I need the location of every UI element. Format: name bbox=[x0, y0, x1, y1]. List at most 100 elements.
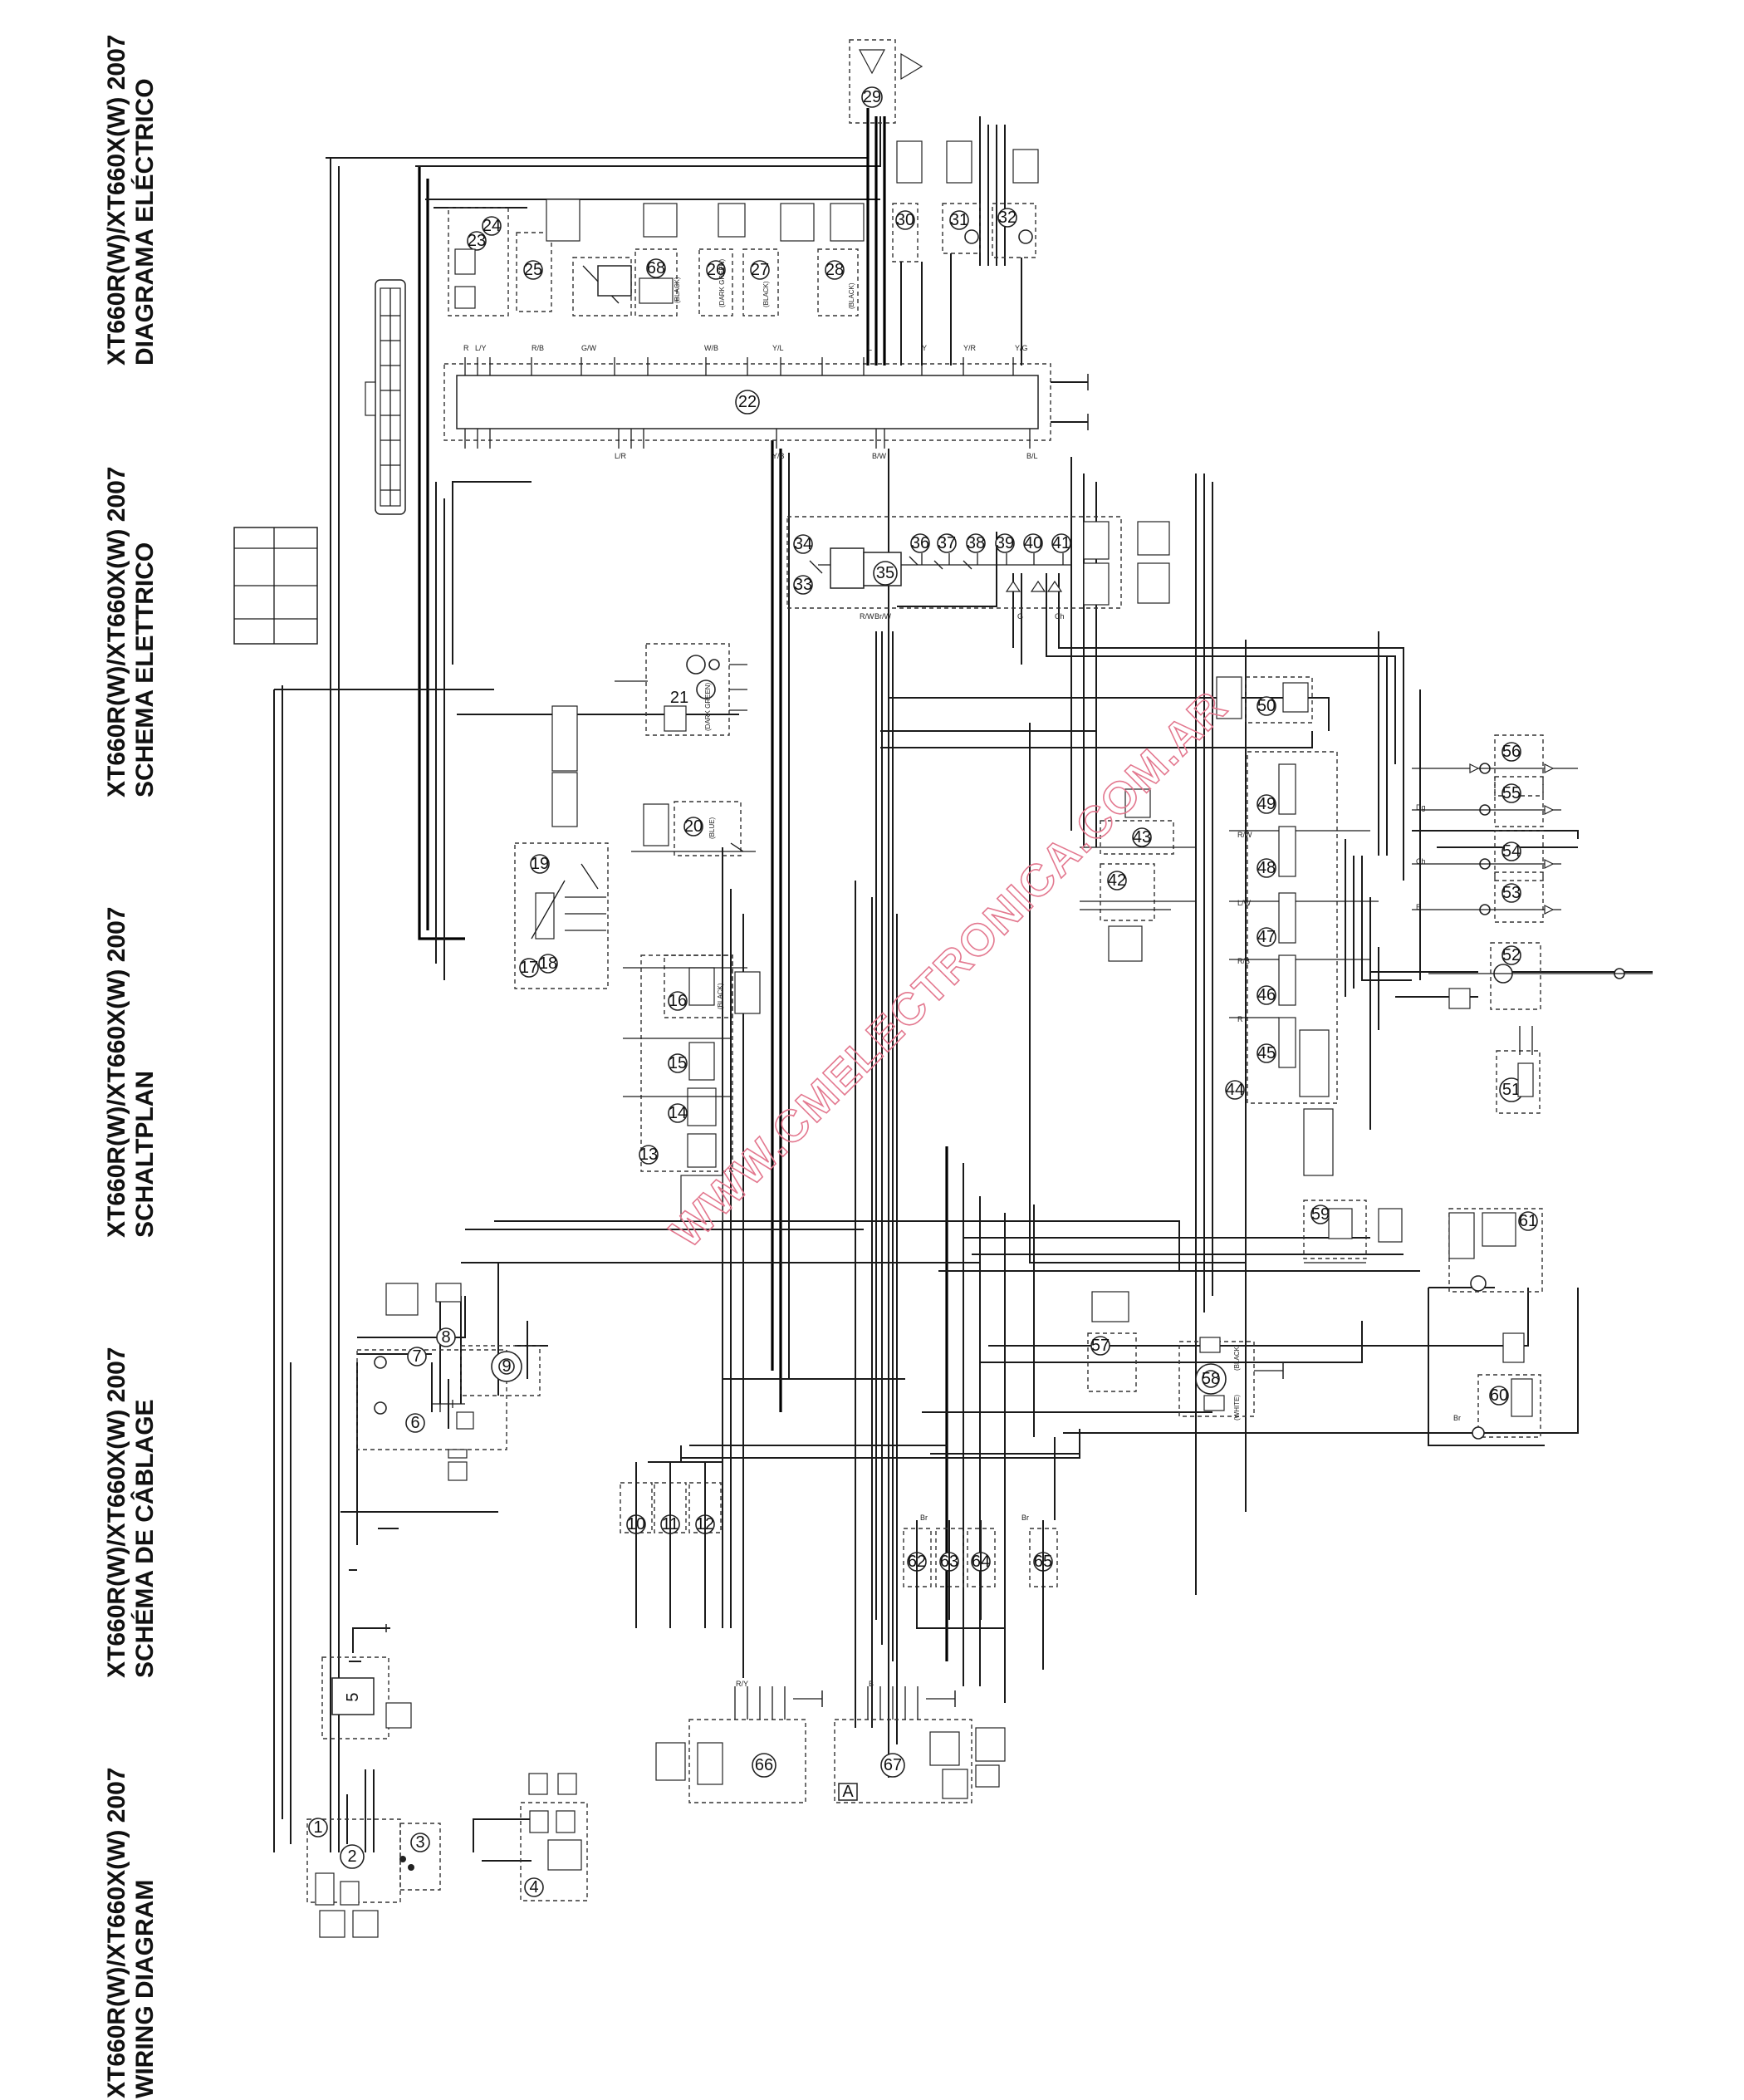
wire-tag-l: L bbox=[868, 344, 872, 352]
left-section: 5 2 1 3 4 9 6 7 bbox=[273, 685, 723, 1938]
component-23-label: 23 bbox=[468, 232, 486, 250]
ecu-section: 22 23 24 25 68 (BLACK) 26 bbox=[443, 39, 1089, 449]
color-black-28: (BLACK) bbox=[848, 282, 855, 309]
component-15-label: 15 bbox=[669, 1054, 687, 1072]
component-33-label: 33 bbox=[794, 576, 812, 594]
component-68-label: 68 bbox=[647, 259, 665, 277]
component-52-label: 52 bbox=[1502, 946, 1521, 964]
wire-tag-r2: R bbox=[1237, 1015, 1243, 1023]
wire-tag-wb: W/B bbox=[704, 344, 718, 352]
wire-tag-b: B bbox=[1416, 903, 1421, 911]
title-en-line1: XT660R(W)/XT660X(W) 2007 bbox=[103, 1768, 130, 2098]
component-3-label: 3 bbox=[415, 1833, 424, 1852]
title-es-line2: DIAGRAMA ELÉCTRICO bbox=[130, 78, 159, 366]
right-section: 56 55 54 53 52 51 59 bbox=[1087, 734, 1653, 1440]
color-blue-20: (BLUE) bbox=[708, 817, 716, 839]
wire-tag-rl: R/B bbox=[1237, 957, 1250, 965]
wire-tag-yl: Y/L bbox=[772, 344, 784, 352]
wire-tag-ch: Ch bbox=[1055, 612, 1065, 621]
wire-tag-bl: B/L bbox=[1026, 452, 1038, 460]
wire-tag-rw: R/W bbox=[860, 612, 874, 621]
title-block: XT660R(W)/XT660X(W) 2007 WIRING DIAGRAM … bbox=[103, 35, 159, 2098]
component-14-label: 14 bbox=[669, 1104, 687, 1122]
component-20-label: 20 bbox=[684, 817, 703, 836]
component-27-label: 27 bbox=[751, 261, 769, 279]
component-17-label: 17 bbox=[520, 959, 538, 977]
component-60-label: 60 bbox=[1490, 1386, 1508, 1405]
middle-switch-section: 17 18 19 20 (BLUE) 21 (DARK GREEN) 13 16… bbox=[514, 643, 761, 1222]
wire-color-tags: R L/Y R/B G/W W/B Y/L L Y Y/R Y/G L/R Y/… bbox=[463, 344, 1461, 1688]
title-fr-line1: XT660R(W)/XT660X(W) 2007 bbox=[103, 1347, 130, 1678]
component-19-label: 19 bbox=[531, 855, 549, 873]
component-18-label: 18 bbox=[539, 954, 557, 973]
component-1-label: 1 bbox=[313, 1818, 322, 1837]
title-en-line2: WIRING DIAGRAM bbox=[131, 1880, 159, 2098]
component-8-label: 8 bbox=[441, 1328, 450, 1347]
right-middle-section: 43 42 44 45 46 47 48 49 50 bbox=[1080, 676, 1379, 1176]
component-16-label: 16 bbox=[669, 992, 687, 1010]
component-24-label: 24 bbox=[483, 217, 501, 235]
wire-tag-lr: L/R bbox=[615, 452, 627, 460]
bottom-section: 62 63 64 65 66 67 A bbox=[655, 1520, 1058, 1803]
wire-tag-yb: Y/B bbox=[772, 452, 785, 460]
wire-tag-brw: Br/W bbox=[874, 612, 892, 621]
color-white-58: (WHITE) bbox=[1233, 1395, 1241, 1420]
component-49-label: 49 bbox=[1257, 795, 1276, 813]
component-50-label: 50 bbox=[1257, 697, 1276, 715]
color-black-27: (BLACK) bbox=[762, 281, 770, 307]
component-29-label: 29 bbox=[863, 88, 881, 106]
component-38-label: 38 bbox=[967, 534, 985, 552]
wire-tag-yr: Y/R bbox=[963, 344, 977, 352]
component-61-label: 61 bbox=[1519, 1212, 1537, 1230]
component-42-label: 42 bbox=[1108, 871, 1126, 890]
component-58-label: 58 bbox=[1202, 1370, 1220, 1388]
component-21-label: 21 bbox=[670, 689, 688, 707]
color-dark-green-26: (DARK GREEN) bbox=[718, 258, 726, 307]
component-32-label: 32 bbox=[998, 209, 1017, 227]
component-37-label: 37 bbox=[938, 534, 956, 552]
main-harness bbox=[274, 108, 1653, 1852]
wire-tag-brw2: R/W bbox=[1237, 831, 1252, 839]
title-it-line1: XT660R(W)/XT660X(W) 2007 bbox=[103, 467, 130, 797]
component-13-label: 13 bbox=[639, 1146, 658, 1164]
wire-tag-br3: Br bbox=[920, 1514, 928, 1522]
wire-tag-r: R bbox=[463, 344, 469, 352]
title-es-line1: XT660R(W)/XT660X(W) 2007 bbox=[103, 35, 130, 366]
wire-tag-rb: R/B bbox=[532, 344, 544, 352]
component-47-label: 47 bbox=[1257, 928, 1276, 946]
component-56-label: 56 bbox=[1502, 743, 1521, 761]
component-26-label: 26 bbox=[707, 261, 725, 279]
component-51-label: 51 bbox=[1502, 1081, 1521, 1099]
component-43-label: 43 bbox=[1133, 828, 1151, 846]
color-black-58: (BLACK) bbox=[1233, 1344, 1241, 1371]
color-black-68: (BLACK) bbox=[674, 277, 681, 303]
component-7-label: 7 bbox=[412, 1347, 421, 1366]
title-de-line2: SCHALTPLAN bbox=[131, 1071, 159, 1238]
component-4-label: 4 bbox=[529, 1878, 538, 1896]
component-9-label: 9 bbox=[502, 1357, 511, 1376]
title-fr-line2: SCHÉMA DE CÂBLAGE bbox=[130, 1399, 159, 1678]
component-57-label: 57 bbox=[1091, 1337, 1110, 1355]
component-6-label: 6 bbox=[410, 1414, 419, 1432]
component-67-label: 67 bbox=[884, 1756, 902, 1774]
component-25-label: 25 bbox=[524, 261, 542, 279]
top-left-section bbox=[233, 279, 406, 645]
component-34-label: 34 bbox=[794, 535, 812, 553]
component-31-label: 31 bbox=[950, 211, 968, 229]
component-28-label: 28 bbox=[825, 261, 844, 279]
wire-tag-dg: Dg bbox=[1416, 803, 1426, 812]
component-41-label: 41 bbox=[1052, 534, 1070, 552]
wire-tag-ch2: Ch bbox=[1416, 857, 1426, 866]
component-30-label: 30 bbox=[896, 211, 914, 229]
component-66-label: 66 bbox=[755, 1756, 773, 1774]
color-dark-green-21: (DARK GREEN) bbox=[704, 682, 712, 731]
wire-tag-g: G bbox=[1017, 612, 1023, 621]
wire-tag-yg: Y/G bbox=[1015, 344, 1028, 352]
component-55-label: 55 bbox=[1502, 784, 1521, 802]
component-35-label: 35 bbox=[876, 564, 894, 582]
component-53-label: 53 bbox=[1502, 884, 1521, 902]
component-5-label: 5 bbox=[344, 1692, 362, 1701]
wire-tag-gw: G/W bbox=[581, 344, 597, 352]
title-it-line2: SCHEMA ELETTRICO bbox=[131, 542, 159, 797]
